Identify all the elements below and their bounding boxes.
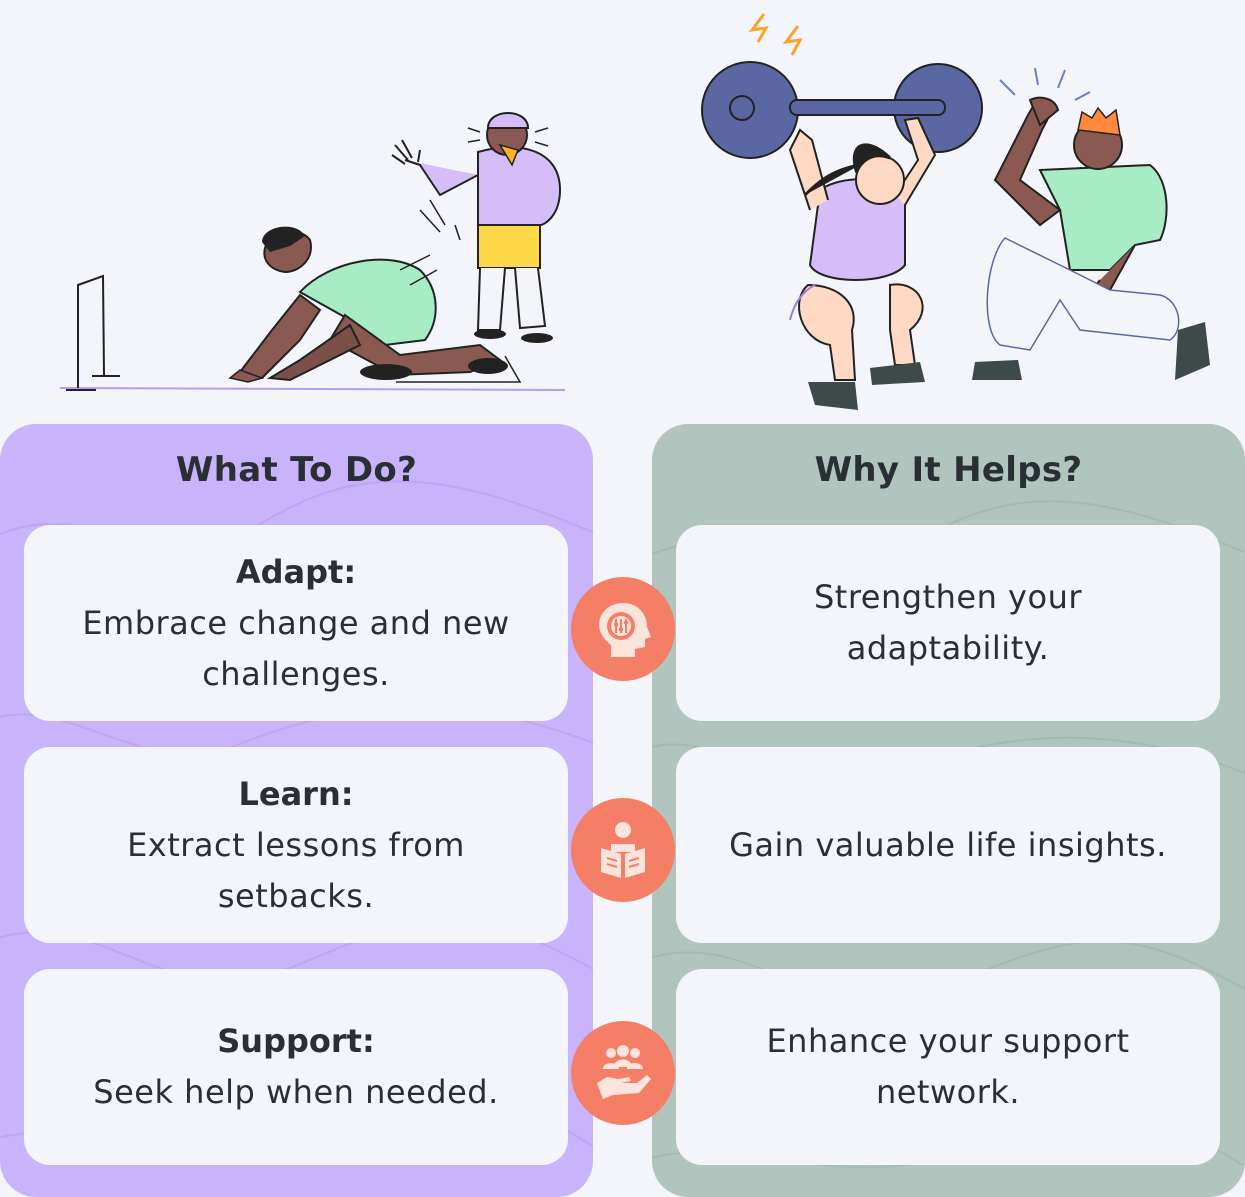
adaptability-card: Strengthen your adaptability. (676, 525, 1220, 721)
card-text: Strengthen your adaptability. (813, 578, 1082, 667)
coach-figure (391, 112, 562, 343)
support-network-card: Enhance your support network. (676, 969, 1220, 1165)
weightlifter (701, 13, 983, 410)
cheering-person (972, 67, 1210, 380)
card-text: Gain valuable life insights. (729, 825, 1167, 864)
card-heading: Support: (217, 1022, 375, 1060)
finish-post (66, 274, 120, 391)
header-illustration (59, 13, 1210, 410)
card-heading: Adapt: (235, 552, 357, 591)
card-text: Enhance your support network. (766, 1022, 1130, 1111)
reading-book-icon (571, 798, 675, 902)
helping-hand-group-icon (571, 1021, 675, 1125)
why-it-helps-panel: Why It Helps? Strengthen your adaptabili… (652, 424, 1245, 1197)
card-text: Embrace change and new challenges. (82, 603, 510, 693)
adapt-card: Adapt: Embrace change and new challenges… (24, 525, 568, 721)
card-heading: Learn: (238, 774, 354, 813)
insights-card: Gain valuable life insights. (676, 747, 1220, 943)
learn-card: Learn: Extract lessons from setbacks. (24, 747, 568, 943)
what-to-do-title: What To Do? (175, 450, 418, 490)
what-to-do-panel: What To Do? Adapt: Embrace change and ne… (0, 424, 593, 1197)
card-text: Seek help when needed. (93, 1073, 499, 1111)
why-it-helps-title: Why It Helps? (814, 450, 1083, 490)
crouching-runner (228, 226, 522, 383)
support-card: Support: Seek help when needed. (24, 969, 568, 1165)
mind-gear-icon (571, 577, 675, 681)
card-text: Extract lessons from setbacks. (127, 825, 465, 915)
